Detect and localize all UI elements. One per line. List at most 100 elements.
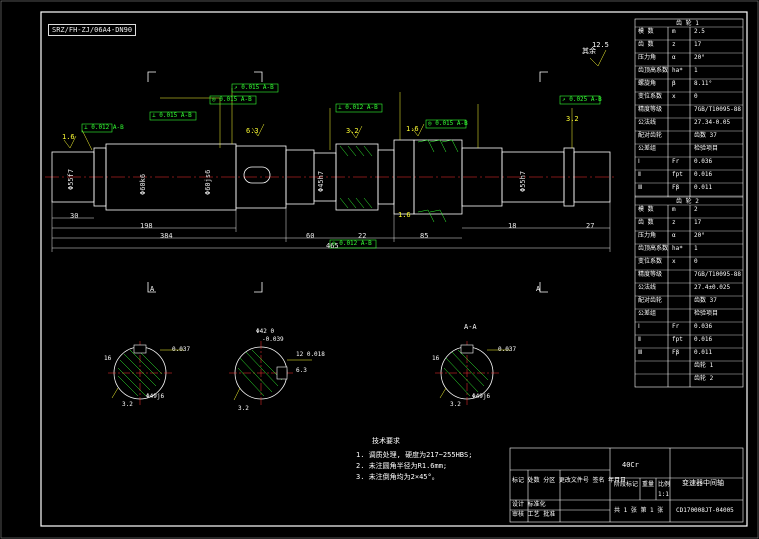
dim-len-a: 384 (160, 232, 173, 240)
dim-diameter-5: Φ55h7 (519, 170, 527, 192)
roughness-general-prefix: 其余 (582, 47, 596, 55)
gear-1-param-name: 变位系数 (638, 93, 663, 100)
gear-1-param-name: Ⅰ (638, 158, 640, 165)
gear-1-param-value: 0 (694, 93, 698, 100)
gdt-frames (81, 83, 601, 249)
gear-1-param-name: 公法线 (638, 119, 657, 126)
dim-len-f: 27 (586, 222, 595, 230)
gear-1-param-symbol: Fr (672, 158, 680, 165)
part-name: 变速器中间轴 (682, 479, 724, 487)
gear-2-param-value: 0.016 (694, 336, 713, 343)
gear-2-param-symbol: α (672, 232, 676, 239)
section-view-2 (229, 341, 312, 405)
dim-diameter-3: Φ60js6 (204, 169, 212, 195)
gear-1-param-symbol: z (672, 41, 676, 48)
section-mark-a-left: A (150, 285, 155, 293)
dim-len-e: 30 (70, 212, 79, 220)
drawing-frame (40, 11, 748, 527)
gear-2-param-value: 齿轮 1 (694, 362, 714, 369)
s3-dim-2: 3.2 (450, 401, 461, 408)
roughness-general-value: 12.5 (592, 41, 609, 49)
dim-len-h: 18 (508, 222, 517, 230)
shaft-main-view (45, 139, 615, 223)
gear-2-param-name: Ⅲ (638, 349, 643, 356)
gear-2-param-value: 齿数 37 (694, 297, 717, 304)
s2-dim-0: Φ42 0 (256, 328, 275, 335)
section-view-1 (108, 341, 184, 405)
roughness-1: 1.6 (62, 133, 75, 141)
gear-2-param-value: 0.036 (694, 323, 713, 330)
gear-2-param-name: 模 数 (638, 206, 654, 213)
section-markers (147, 71, 548, 293)
gdt-3: ◎ 0.015 A-B (212, 96, 252, 103)
section-mark-a-right: A (536, 285, 541, 293)
gear-2-title: 齿 轮 2 (676, 198, 699, 205)
dim-diameter-1: Φ55f7 (67, 168, 75, 190)
drawing-number: CD170008JT-04005 (676, 507, 734, 514)
gear-2-param-value: 检验项目 (694, 310, 719, 317)
gear-2-param-value: 7GB/T10095-88 (694, 271, 741, 278)
gear-2-param-name: 变位系数 (638, 258, 663, 265)
dim-diameter-2: Φ60k6 (139, 173, 147, 195)
scale-value: 1:1 (658, 491, 669, 498)
gear-1-param-name: 螺旋角 (638, 80, 657, 87)
gear-1-param-value: 检验项目 (694, 145, 719, 152)
title-block (509, 447, 744, 523)
gear-1-param-symbol: ha* (672, 67, 683, 74)
gear-2-param-value: 1 (694, 245, 698, 252)
gdt-2: ⊥ 0.015 A-B (152, 112, 192, 119)
weight-label: 重量 (642, 481, 655, 488)
roughness-2: 1.6 (406, 125, 419, 133)
gear-2-param-name: 公差组 (638, 310, 657, 317)
gear-1-param-symbol: Fβ (672, 184, 680, 191)
gear-2-param-symbol: Fβ (672, 349, 680, 356)
s3-dim-3: Φ49j6 (472, 393, 491, 400)
section-view-3-label: A-A (464, 323, 477, 331)
gear-2-param-name: 配对齿轮 (638, 297, 663, 304)
roughness-5: 1.6 (398, 211, 411, 219)
gdt-8: ◎ 0.012 A-B (332, 240, 372, 247)
s2-dim-1: -0.039 (262, 336, 284, 343)
gear-2-param-symbol: z (672, 219, 676, 226)
gear-teeth-hatch (339, 139, 459, 223)
s1-dim-2: 3.2 (122, 401, 133, 408)
gear-1-param-value: 齿数 37 (694, 132, 717, 139)
dim-len-i: 3.2 (566, 115, 579, 123)
gear-2-param-value: 2 (694, 206, 698, 213)
leader-lines (63, 49, 607, 151)
gear-2-param-value: 27.4±0.025 (694, 284, 731, 291)
scale-label: 比例 (658, 481, 671, 488)
gear-2-param-name: 齿顶高系数 (638, 245, 669, 252)
gear-1-param-name: 模 数 (638, 28, 654, 35)
roughness-3: 6.3 (246, 127, 259, 135)
gear-1-param-name: 配对齿轮 (638, 132, 663, 139)
gear-1-title: 齿 轮 1 (676, 20, 699, 27)
s3-dim-1: 16 (432, 355, 440, 362)
gear-1-param-symbol: m (672, 28, 676, 35)
gear-2-param-value: 0.011 (694, 349, 713, 356)
gear-1-param-symbol: fpt (672, 171, 683, 178)
dim-len-g: 22 (358, 232, 367, 240)
gdt-6: ◎ 0.015 A-B (428, 120, 468, 127)
gear-1-param-symbol: x (672, 93, 676, 100)
dim-len-b: 198 (140, 222, 153, 230)
gear-2-param-value: 20° (694, 232, 705, 239)
gear-1-param-value: 8.11° (694, 80, 713, 87)
gear-1-param-name: 齿 数 (638, 41, 654, 48)
gdt-5: ⊥ 0.012 A-B (338, 104, 378, 111)
gear-2-param-name: 公法线 (638, 284, 657, 291)
gear-2-param-value: 齿轮 2 (694, 375, 714, 382)
gear-1-param-value: 0.011 (694, 184, 713, 191)
gear-2-param-symbol: Fr (672, 323, 680, 330)
gear-1-param-value: 20° (694, 54, 705, 61)
gear-1-param-value: 1 (694, 67, 698, 74)
dim-len-d: 85 (420, 232, 429, 240)
s2-dim-4: 3.2 (238, 405, 249, 412)
gdt-1: ⊥ 0.012 A-B (84, 124, 124, 131)
s1-dim-1: 16 (104, 355, 112, 362)
gear-2-param-name: 压力角 (638, 232, 657, 239)
gear-2-param-symbol: ha* (672, 245, 683, 252)
material: 40Cr (622, 461, 639, 469)
gear-1-param-name: Ⅱ (638, 171, 641, 178)
